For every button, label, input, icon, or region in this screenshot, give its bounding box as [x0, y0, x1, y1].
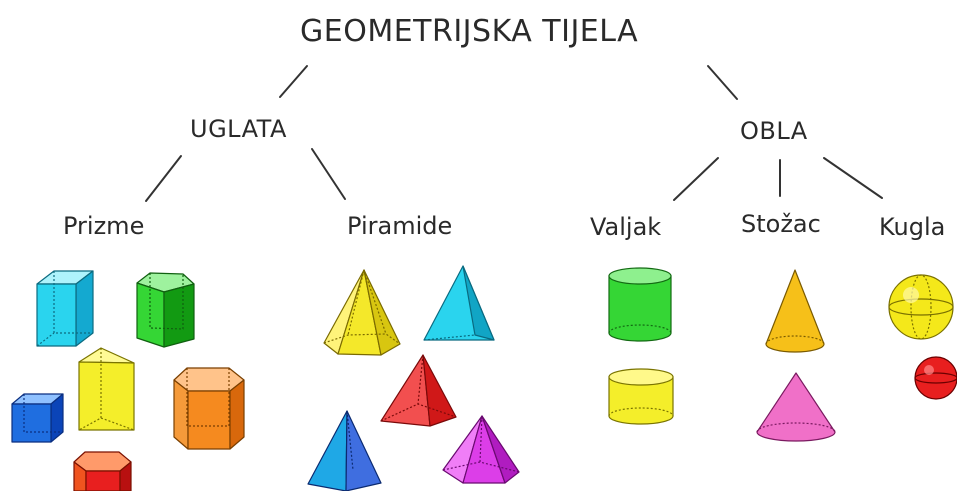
page-title: GEOMETRIJSKA TIJELA — [300, 14, 639, 49]
subcategory-valjak: Valjak — [590, 213, 662, 241]
green-cylinder — [608, 267, 672, 342]
red-sphere — [914, 356, 957, 400]
line-uglata-to-prizme — [145, 155, 182, 202]
subcategory-piramide: Piramide — [347, 212, 453, 240]
blue-square-pyramid — [307, 410, 382, 491]
gold-cone — [765, 269, 825, 353]
line-title-to-obla — [707, 65, 738, 100]
category-uglata: UGLATA — [190, 115, 287, 143]
yellow-hexagonal-pyramid — [323, 269, 401, 356]
line-obla-to-valjak — [673, 157, 719, 201]
red-hexagonal-prism — [73, 451, 132, 491]
yellow-cylinder — [608, 368, 674, 425]
cyan-triangular-pyramid — [423, 265, 495, 341]
green-pentagonal-prism — [136, 272, 195, 348]
line-obla-to-kugla — [823, 157, 883, 199]
category-obla: OBLA — [740, 117, 808, 145]
red-triangular-pyramid — [380, 354, 457, 427]
orange-hexagonal-prism — [173, 367, 245, 450]
blue-cube — [11, 393, 64, 443]
line-title-to-uglata — [279, 65, 308, 98]
cyan-rectangular-prism — [36, 270, 94, 347]
line-uglata-to-piramide — [311, 148, 346, 200]
yellow-triangular-prism — [78, 347, 135, 431]
subcategory-stozac: Stožac — [741, 210, 821, 238]
magenta-pentagonal-pyramid — [442, 415, 520, 484]
pink-cone — [756, 372, 836, 442]
connector-lines — [145, 65, 883, 202]
subcategory-kugla: Kugla — [879, 213, 946, 241]
yellow-sphere — [888, 274, 954, 340]
subcategory-prizme: Prizme — [63, 212, 145, 240]
